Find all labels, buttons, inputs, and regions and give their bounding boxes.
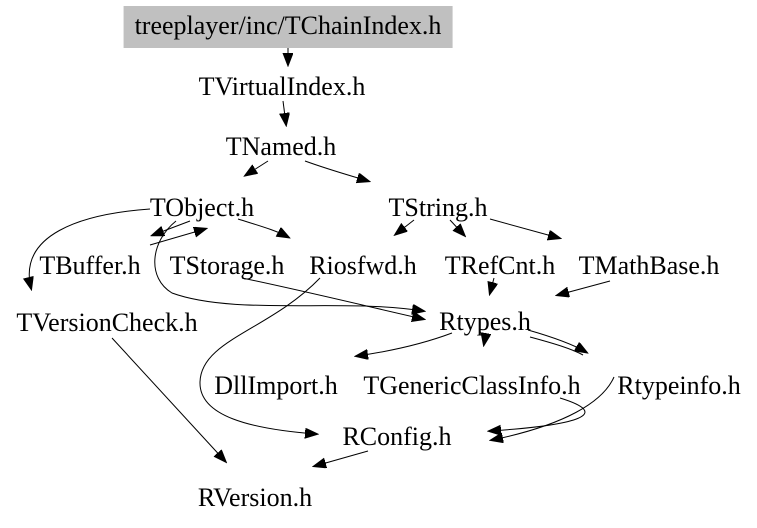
edge-riosfwd-rconfig [199, 277, 321, 434]
node-tchainindex: treeplayer/inc/TChainIndex.h [123, 6, 453, 48]
edge-tobject-tversioncheck [29, 208, 151, 288]
node-tbuffer[interactable]: TBuffer.h [39, 251, 141, 280]
node-rtypes[interactable]: Rtypes.h [439, 307, 531, 336]
node-tvirtualindex[interactable]: TVirtualIndex.h [198, 72, 366, 101]
edge-rtypes-dllimport [357, 332, 453, 356]
node-tversioncheck[interactable]: TVersionCheck.h [16, 308, 198, 337]
edge-tstring-trefcnt [449, 219, 464, 235]
edge-tbuffer-tobject [149, 229, 205, 246]
edge-rtypes-tgenericclassinfo [484, 333, 486, 344]
node-tstring[interactable]: TString.h [388, 193, 488, 222]
node-tobject[interactable]: TObject.h [149, 193, 255, 222]
edge-tversioncheck-rversion [111, 337, 225, 461]
edge-tstring-riosfwd [396, 219, 415, 234]
edge-rtypes-rtypeinfo-stroke2 [529, 336, 584, 356]
edge-tobject-riosfwd [237, 218, 288, 237]
edge-tstorage-rtypes [241, 277, 423, 319]
node-tnamed[interactable]: TNamed.h [225, 132, 337, 161]
node-trefcnt[interactable]: TRefCnt.h [444, 251, 556, 280]
edge-tobject-tbuffer [153, 220, 191, 235]
edge-tvirtualindex-tnamed [283, 100, 286, 124]
node-tgenericclassinfo[interactable]: TGenericClassInfo.h [363, 371, 581, 400]
edge-tmathbase-rtypes [558, 280, 611, 295]
node-tmathbase[interactable]: TMathBase.h [578, 251, 720, 280]
edge-rtypeinfo-rconfig [492, 376, 615, 440]
edge-rtypes-rtypeinfo [527, 329, 586, 352]
node-riosfwd[interactable]: Riosfwd.h [309, 251, 417, 280]
edge-tgenericclassinfo-rconfig [490, 397, 586, 431]
node-rtypeinfo[interactable]: Rtypeinfo.h [617, 371, 741, 400]
edge-tobject-rtypes [154, 220, 423, 311]
edge-tnamed-tobject [246, 160, 269, 175]
node-tstorage[interactable]: TStorage.h [169, 251, 285, 280]
node-dllimport[interactable]: DllImport.h [214, 371, 338, 400]
edge-trefcnt-rtypes [490, 277, 494, 293]
edge-rconfig-rversion [315, 450, 369, 466]
edge-tnamed-tstring [304, 160, 368, 181]
edge-tstring-tmathbase [489, 218, 559, 238]
node-rversion[interactable]: RVersion.h [197, 483, 313, 512]
node-rconfig[interactable]: RConfig.h [342, 422, 452, 451]
